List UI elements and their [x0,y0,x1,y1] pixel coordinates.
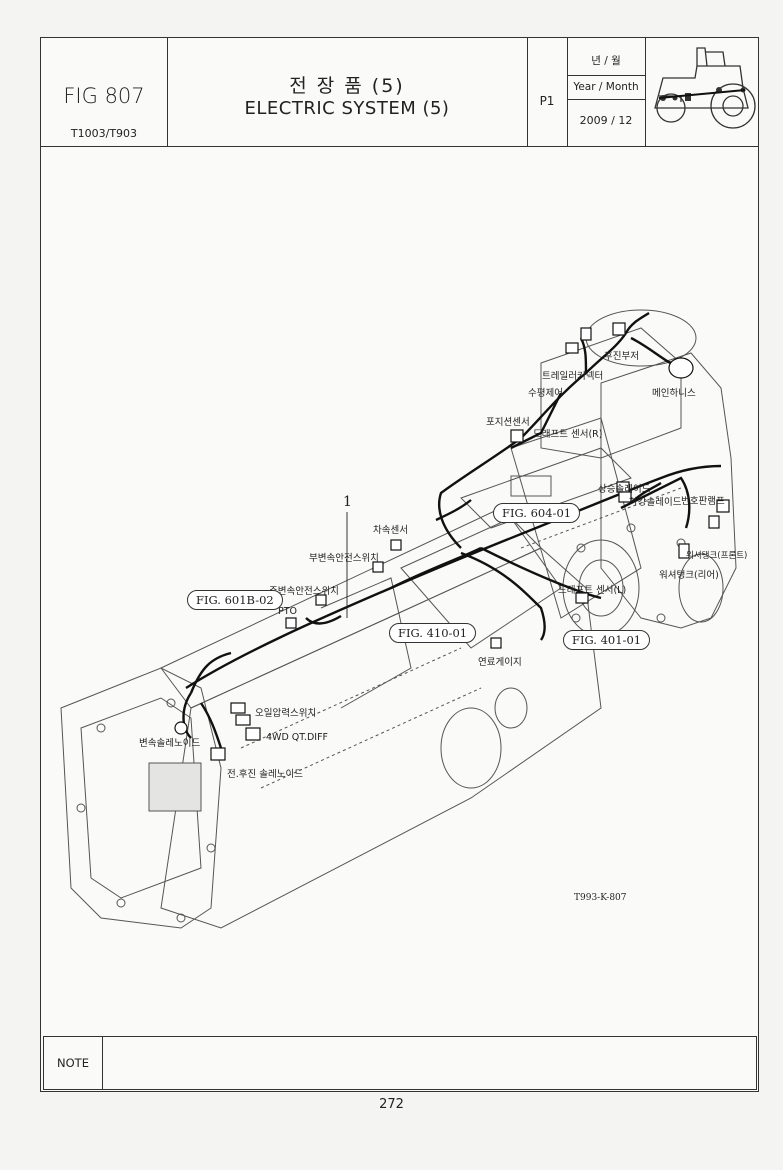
parts-diagram: 1 후진부저 트레일러커넥터 수평제어 메인하니스 포지션센서 드래프트 센서(… [41,148,758,1033]
label-fwd-rev-solenoid: 전.후진 솔레노이드 [227,769,303,780]
label-speed-sensor: 차속센서 [373,525,408,536]
fig-number: FIG 807 [63,84,145,108]
label-main-shift-safety-switch: 주변속안전스위치 [269,586,339,597]
label-main-harness: 메인하니스 [652,388,696,399]
fig-ref-604-01[interactable]: FIG. 604-01 [493,503,581,523]
header: FIG 807 T1003/T903 전 장 품 (5) ELECTRIC SY… [41,38,758,147]
page-code: P1 [539,94,555,108]
label-plate-lamp: 번호판램프 [681,496,725,507]
label-lift-solenoid: 상승솔레이드 [598,484,651,495]
parts-sheet: FIG 807 T1003/T903 전 장 품 (5) ELECTRIC SY… [40,37,759,1092]
label-fuel-gauge: 연료게이지 [478,657,522,668]
fig-ref-410-01[interactable]: FIG. 410-01 [389,623,477,643]
label-level-control: 수평제어 [528,388,563,399]
date-value: 2009 / 12 [579,114,633,127]
label-shift-solenoid: 변속솔레노이드 [139,738,201,749]
label-washer-tank-front: 워셔탱크(프론트) [686,551,748,561]
label-pto: PTO [278,606,298,617]
tractor-electric-icon [645,38,758,146]
title-english: ELECTRIC SYSTEM (5) [244,98,450,119]
date-label-english: Year / Month [567,75,645,100]
fig-cell: FIG 807 T1003/T903 [41,38,168,146]
drawing-code: T993-K-807 [574,893,627,903]
title-korean: 전 장 품 (5) [289,75,405,97]
fig-ref-401-01[interactable]: FIG. 401-01 [563,630,651,650]
label-washer-tank-rear: 워셔탱크(리어) [659,570,719,581]
date-cell: 년 / 월 Year / Month 2009 / 12 [567,38,646,146]
label-lower-solenoid: 하강솔레이드 [629,497,682,508]
label-sub-shift-safety-switch: 부변속안전스위치 [309,553,379,564]
part-number-label: 1 [343,494,352,510]
label-4wd-qt-diff: 4WD QT.DIFF [266,732,328,743]
transmission-drawing [60,309,737,929]
title-cell: 전 장 품 (5) ELECTRIC SYSTEM (5) [167,38,528,146]
label-oil-pressure-switch: 오일압력스위치 [255,708,317,719]
label-draft-sensor-l: 드래프트 센서(L) [558,585,627,596]
note-section: NOTE [43,1036,757,1090]
label-rear-buzzer: 후진부저 [604,351,639,362]
label-position-sensor: 포지션센서 [486,417,530,428]
label-trailer-connector: 트레일러커넥터 [542,371,604,382]
fig-ref-601b-02[interactable]: FIG. 601B-02 [187,590,283,610]
model-code: T1003/T903 [70,127,138,140]
note-label: NOTE [44,1037,103,1089]
page-code-cell: P1 [527,38,568,146]
date-label-korean: 년 / 월 [591,55,621,67]
label-draft-sensor-r: 드래프트 센서(R) [533,429,603,440]
page-number: 272 [379,1097,404,1112]
